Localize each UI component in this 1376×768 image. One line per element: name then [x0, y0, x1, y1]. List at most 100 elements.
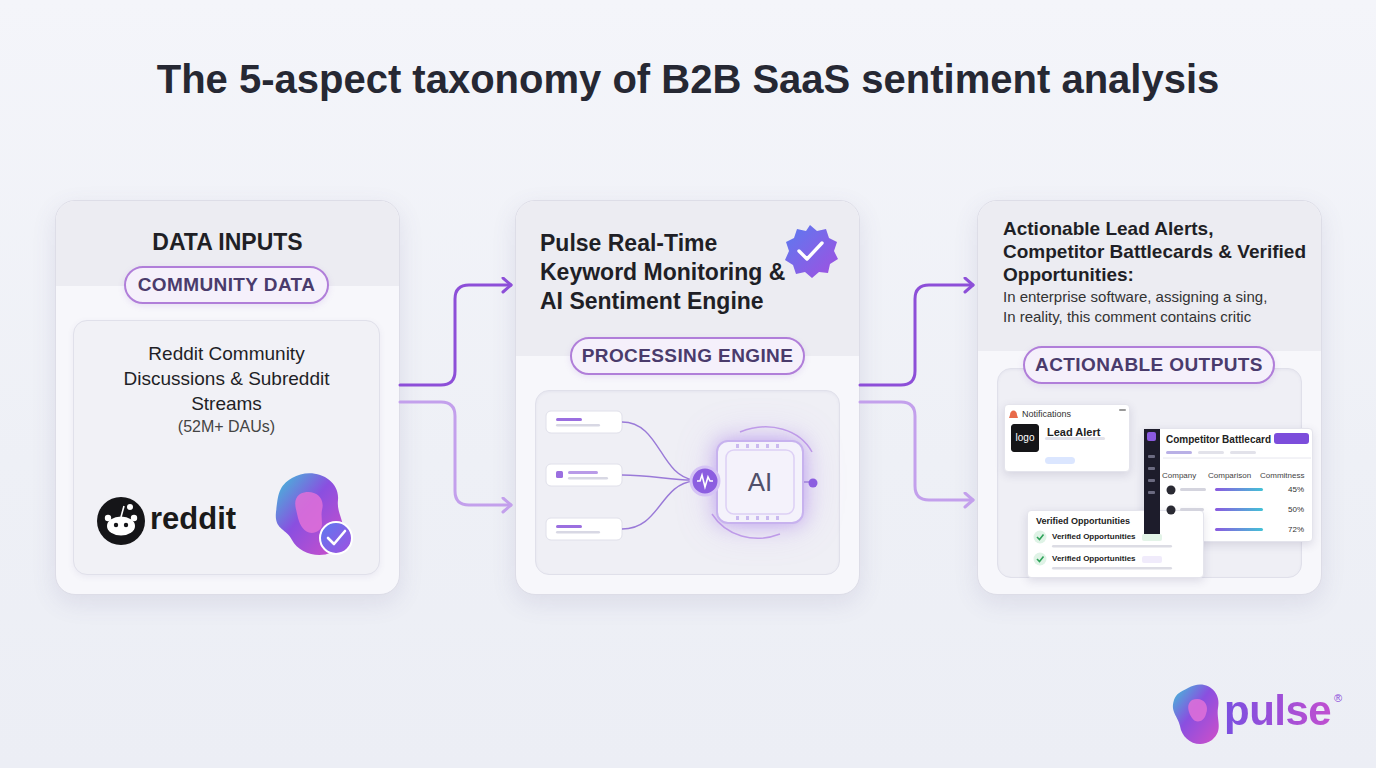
battlecard-chrome	[1180, 488, 1206, 491]
section-pill: PROCESSING ENGINE	[570, 337, 805, 375]
stage-panel: Pulse Real-Time Keyword Monitoring & AI …	[515, 200, 860, 595]
stream-wires	[622, 422, 694, 480]
source-box: Reddit Community Discussions & Subreddit…	[73, 320, 380, 575]
ai-chip: AI	[716, 440, 804, 524]
chip-pins	[766, 516, 769, 520]
battlecard-chrome	[1148, 479, 1155, 482]
opportunity-checks	[1052, 567, 1172, 570]
waveform-node	[697, 475, 713, 487]
reddit-logo	[97, 497, 145, 545]
reddit-logo	[131, 515, 137, 521]
bell-icon	[1045, 457, 1075, 464]
notification-card: NotificationsLead Alertlogo	[1004, 404, 1130, 472]
verified-badge	[785, 225, 838, 278]
pulse-blob-icon	[320, 522, 352, 554]
pill-label: PROCESSING ENGINE	[572, 345, 803, 367]
panel-heading: Pulse Real-Time Keyword Monitoring & AI …	[540, 229, 798, 316]
stream-wires	[622, 475, 692, 480]
battlecard-chrome	[1148, 455, 1155, 458]
chip-glow-arcs	[726, 450, 794, 514]
input-stream-cards	[556, 525, 582, 528]
flow-arrow	[400, 285, 511, 385]
battlecard-chrome	[1198, 451, 1224, 454]
input-stream-cards	[546, 411, 622, 433]
reddit-logo	[121, 506, 124, 517]
table-cell: 50%	[1288, 505, 1304, 515]
stage-panel: Actionable Lead Alerts, Competitor Battl…	[977, 200, 1322, 595]
battlecard-chrome	[1180, 508, 1204, 511]
chip-pins	[776, 516, 779, 520]
opportunity-checks	[1037, 535, 1044, 540]
input-stream-cards	[546, 518, 622, 540]
source-metric: (52M+ DAUs)	[74, 417, 379, 436]
opportunity-checks	[1142, 534, 1162, 541]
card-heading: Verified Opportunities	[1036, 516, 1130, 527]
logo-text: logo	[1012, 432, 1038, 444]
opportunity-item: Verified Opportunities	[1052, 532, 1136, 542]
input-stream-cards	[568, 477, 608, 480]
table-cell: 45%	[1288, 485, 1304, 495]
source-title: Reddit Community Discussions & Subreddit…	[104, 341, 349, 416]
input-stream-cards	[568, 471, 598, 474]
chip-glow-arcs	[712, 427, 812, 538]
opportunity-checks	[1034, 553, 1047, 566]
battlecard-chrome	[1215, 528, 1263, 531]
registered-mark: ®	[1334, 692, 1342, 705]
panel-heading: DATA INPUTS	[56, 228, 399, 256]
opportunity-checks	[1034, 531, 1173, 570]
input-stream-cards	[556, 418, 582, 421]
pill-label: ACTIONABLE OUTPUTS	[1025, 354, 1273, 376]
table-header: Company	[1162, 471, 1196, 481]
chip-label: AI	[718, 466, 802, 498]
waveform-node	[691, 467, 818, 495]
section-pill: COMMUNITY DATA	[124, 266, 329, 304]
battlecard-chrome	[1167, 506, 1176, 515]
logo-tile: logo	[1011, 424, 1039, 452]
reddit-logo	[97, 497, 145, 545]
battlecard-chrome	[1274, 433, 1309, 444]
opportunities-card: Verified OpportunitiesVerified Opportuni…	[1027, 510, 1204, 578]
brand-icon	[1173, 684, 1219, 744]
panel-note: In enterprise software, assigning a sing…	[1003, 287, 1267, 306]
flow-arrow	[860, 402, 973, 500]
chip-pins	[756, 444, 759, 448]
input-stream-cards	[556, 531, 600, 534]
battlecard-chrome	[1148, 467, 1155, 470]
verified-badge	[785, 225, 838, 278]
section-pill: ACTIONABLE OUTPUTS	[1023, 346, 1275, 384]
chip-glow-arcs	[740, 427, 812, 452]
chip-pins	[736, 444, 739, 448]
input-stream-cards	[546, 464, 622, 486]
waveform-node	[809, 479, 818, 488]
table-cell: 72%	[1288, 525, 1304, 535]
chip-pins	[736, 516, 739, 520]
stream-wires	[622, 422, 812, 529]
bell-icon	[1119, 409, 1126, 411]
chip-pins	[746, 444, 749, 448]
flow-arrow	[860, 285, 973, 385]
brand-wordmark: pulse	[1224, 686, 1331, 736]
opportunity-item: Verified Opportunities	[1052, 554, 1136, 564]
bell-icon	[1009, 411, 1018, 419]
reddit-logo	[114, 523, 118, 527]
battlecard-chrome	[1166, 451, 1192, 454]
battlecard-chrome	[1167, 486, 1176, 495]
battlecard-chrome	[1215, 508, 1263, 511]
battlecard-chrome	[1144, 429, 1160, 541]
panel-note: In reality, this comment contains critic	[1003, 307, 1251, 326]
pulse-blob-icon	[328, 531, 345, 544]
chip-pins	[736, 444, 779, 520]
battlecard-chrome	[1147, 432, 1156, 441]
input-stream-cards	[546, 411, 622, 540]
table-header: Commitness	[1260, 471, 1304, 481]
panel-heading: Actionable Lead Alerts, Competitor Battl…	[1003, 217, 1308, 286]
input-stream-cards	[556, 471, 563, 478]
brand-wordmark: reddit	[150, 500, 236, 537]
battlecard-chrome	[1230, 451, 1256, 454]
chip-pins	[776, 444, 779, 448]
chip-glow-arcs	[712, 514, 780, 538]
pulse-blob-icon	[295, 492, 322, 533]
input-stream-cards	[556, 424, 600, 427]
